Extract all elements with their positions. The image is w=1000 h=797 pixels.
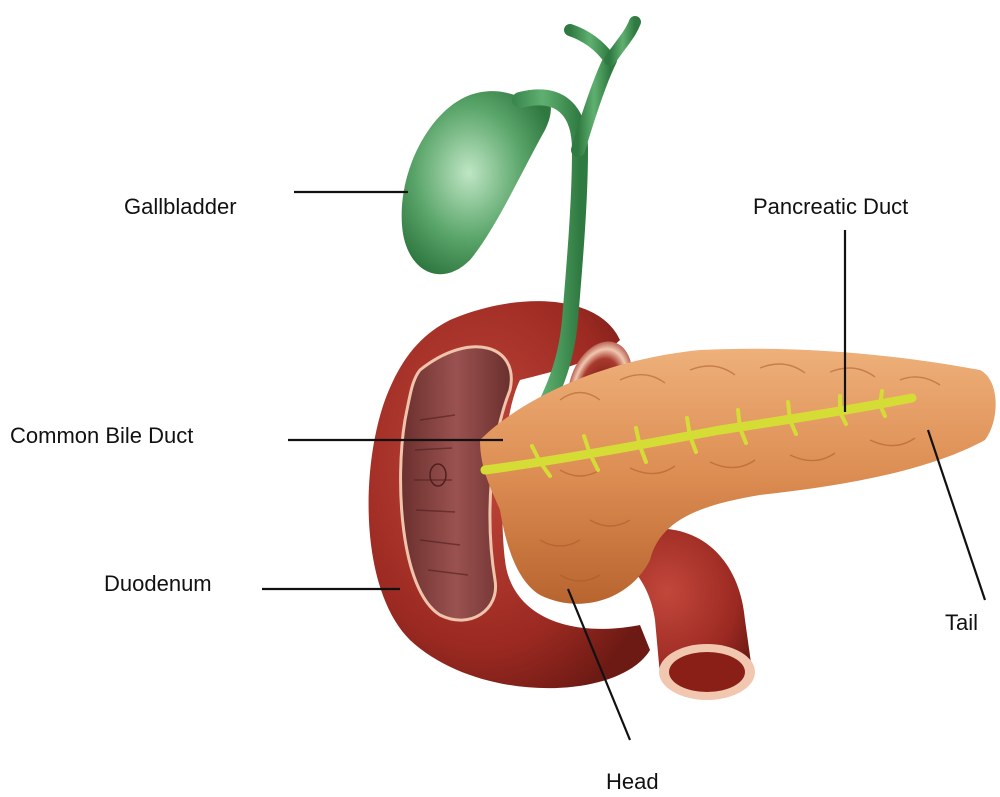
duodenum-label: Duodenum bbox=[104, 573, 212, 595]
gallbladder-label: Gallbladder bbox=[124, 196, 237, 218]
common-bile-duct-label: Common Bile Duct bbox=[10, 425, 193, 447]
tail-leader-line bbox=[928, 430, 985, 600]
head-label: Head bbox=[606, 771, 659, 793]
gallbladder-organ bbox=[402, 90, 551, 274]
tail-label: Tail bbox=[945, 612, 978, 634]
pancreatic-duct-label: Pancreatic Duct bbox=[753, 196, 908, 218]
